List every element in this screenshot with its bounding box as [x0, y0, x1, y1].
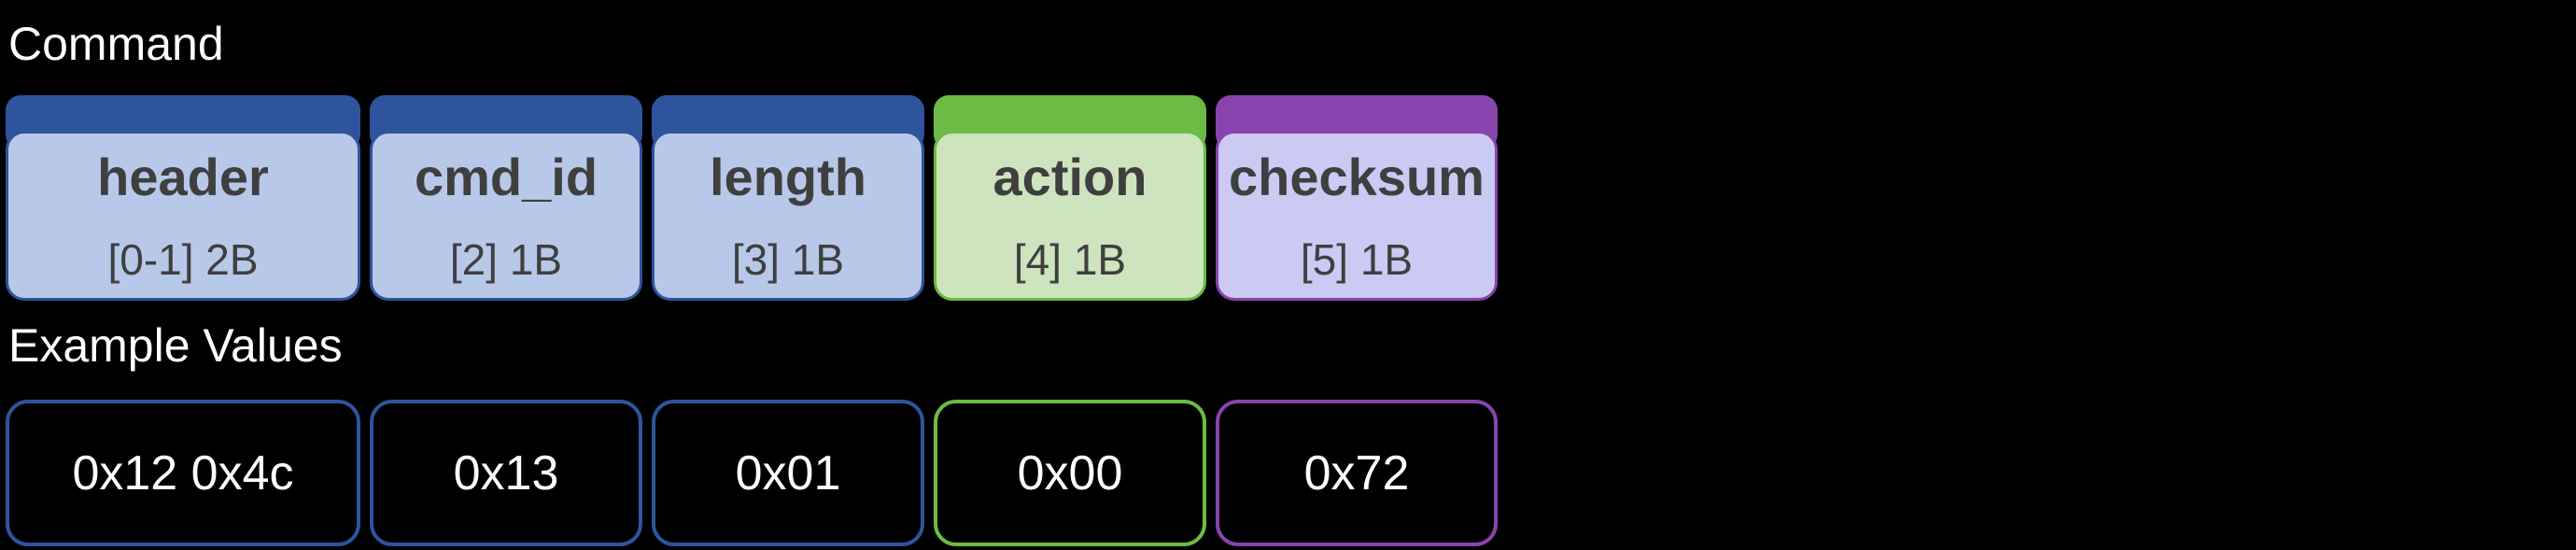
- field-header-body: header [0-1] 2B: [6, 131, 360, 301]
- field-header-offset: [0-1] 2B: [107, 235, 259, 284]
- value-box-cmd-id: 0x13: [370, 400, 642, 546]
- field-length-body: length [3] 1B: [652, 131, 924, 301]
- field-cmd-id-offset: [2] 1B: [449, 235, 563, 284]
- field-checksum-name: checksum: [1229, 148, 1485, 206]
- value-box-header: 0x12 0x4c: [6, 400, 360, 546]
- field-box-header: header [0-1] 2B: [6, 95, 360, 301]
- value-action: 0x00: [1017, 445, 1123, 501]
- field-box-checksum: checksum [5] 1B: [1216, 95, 1498, 301]
- command-fields-row: header [0-1] 2B cmd_id [2] 1B length [3]…: [6, 95, 1498, 301]
- field-action-name: action: [992, 148, 1147, 206]
- field-header-name: header: [97, 148, 269, 206]
- field-checksum-body: checksum [5] 1B: [1216, 131, 1498, 301]
- field-length-offset: [3] 1B: [731, 235, 845, 284]
- field-action-body: action [4] 1B: [934, 131, 1206, 301]
- field-cmd-id-name: cmd_id: [414, 148, 598, 206]
- value-box-checksum: 0x72: [1216, 400, 1498, 546]
- value-box-length: 0x01: [652, 400, 924, 546]
- value-checksum: 0x72: [1303, 445, 1410, 501]
- value-box-action: 0x00: [934, 400, 1206, 546]
- field-cmd-id-body: cmd_id [2] 1B: [370, 131, 642, 301]
- value-cmd-id: 0x13: [453, 445, 559, 501]
- field-box-action: action [4] 1B: [934, 95, 1206, 301]
- field-action-offset: [4] 1B: [1013, 235, 1127, 284]
- field-checksum-offset: [5] 1B: [1300, 235, 1414, 284]
- example-values-row: 0x12 0x4c 0x13 0x01 0x00 0x72: [6, 400, 1498, 546]
- example-values-section-title: Example Values: [8, 319, 343, 372]
- field-box-cmd-id: cmd_id [2] 1B: [370, 95, 642, 301]
- field-length-name: length: [710, 148, 866, 206]
- value-length: 0x01: [735, 445, 841, 501]
- field-box-length: length [3] 1B: [652, 95, 924, 301]
- command-section-title: Command: [8, 18, 224, 70]
- value-header: 0x12 0x4c: [72, 445, 294, 501]
